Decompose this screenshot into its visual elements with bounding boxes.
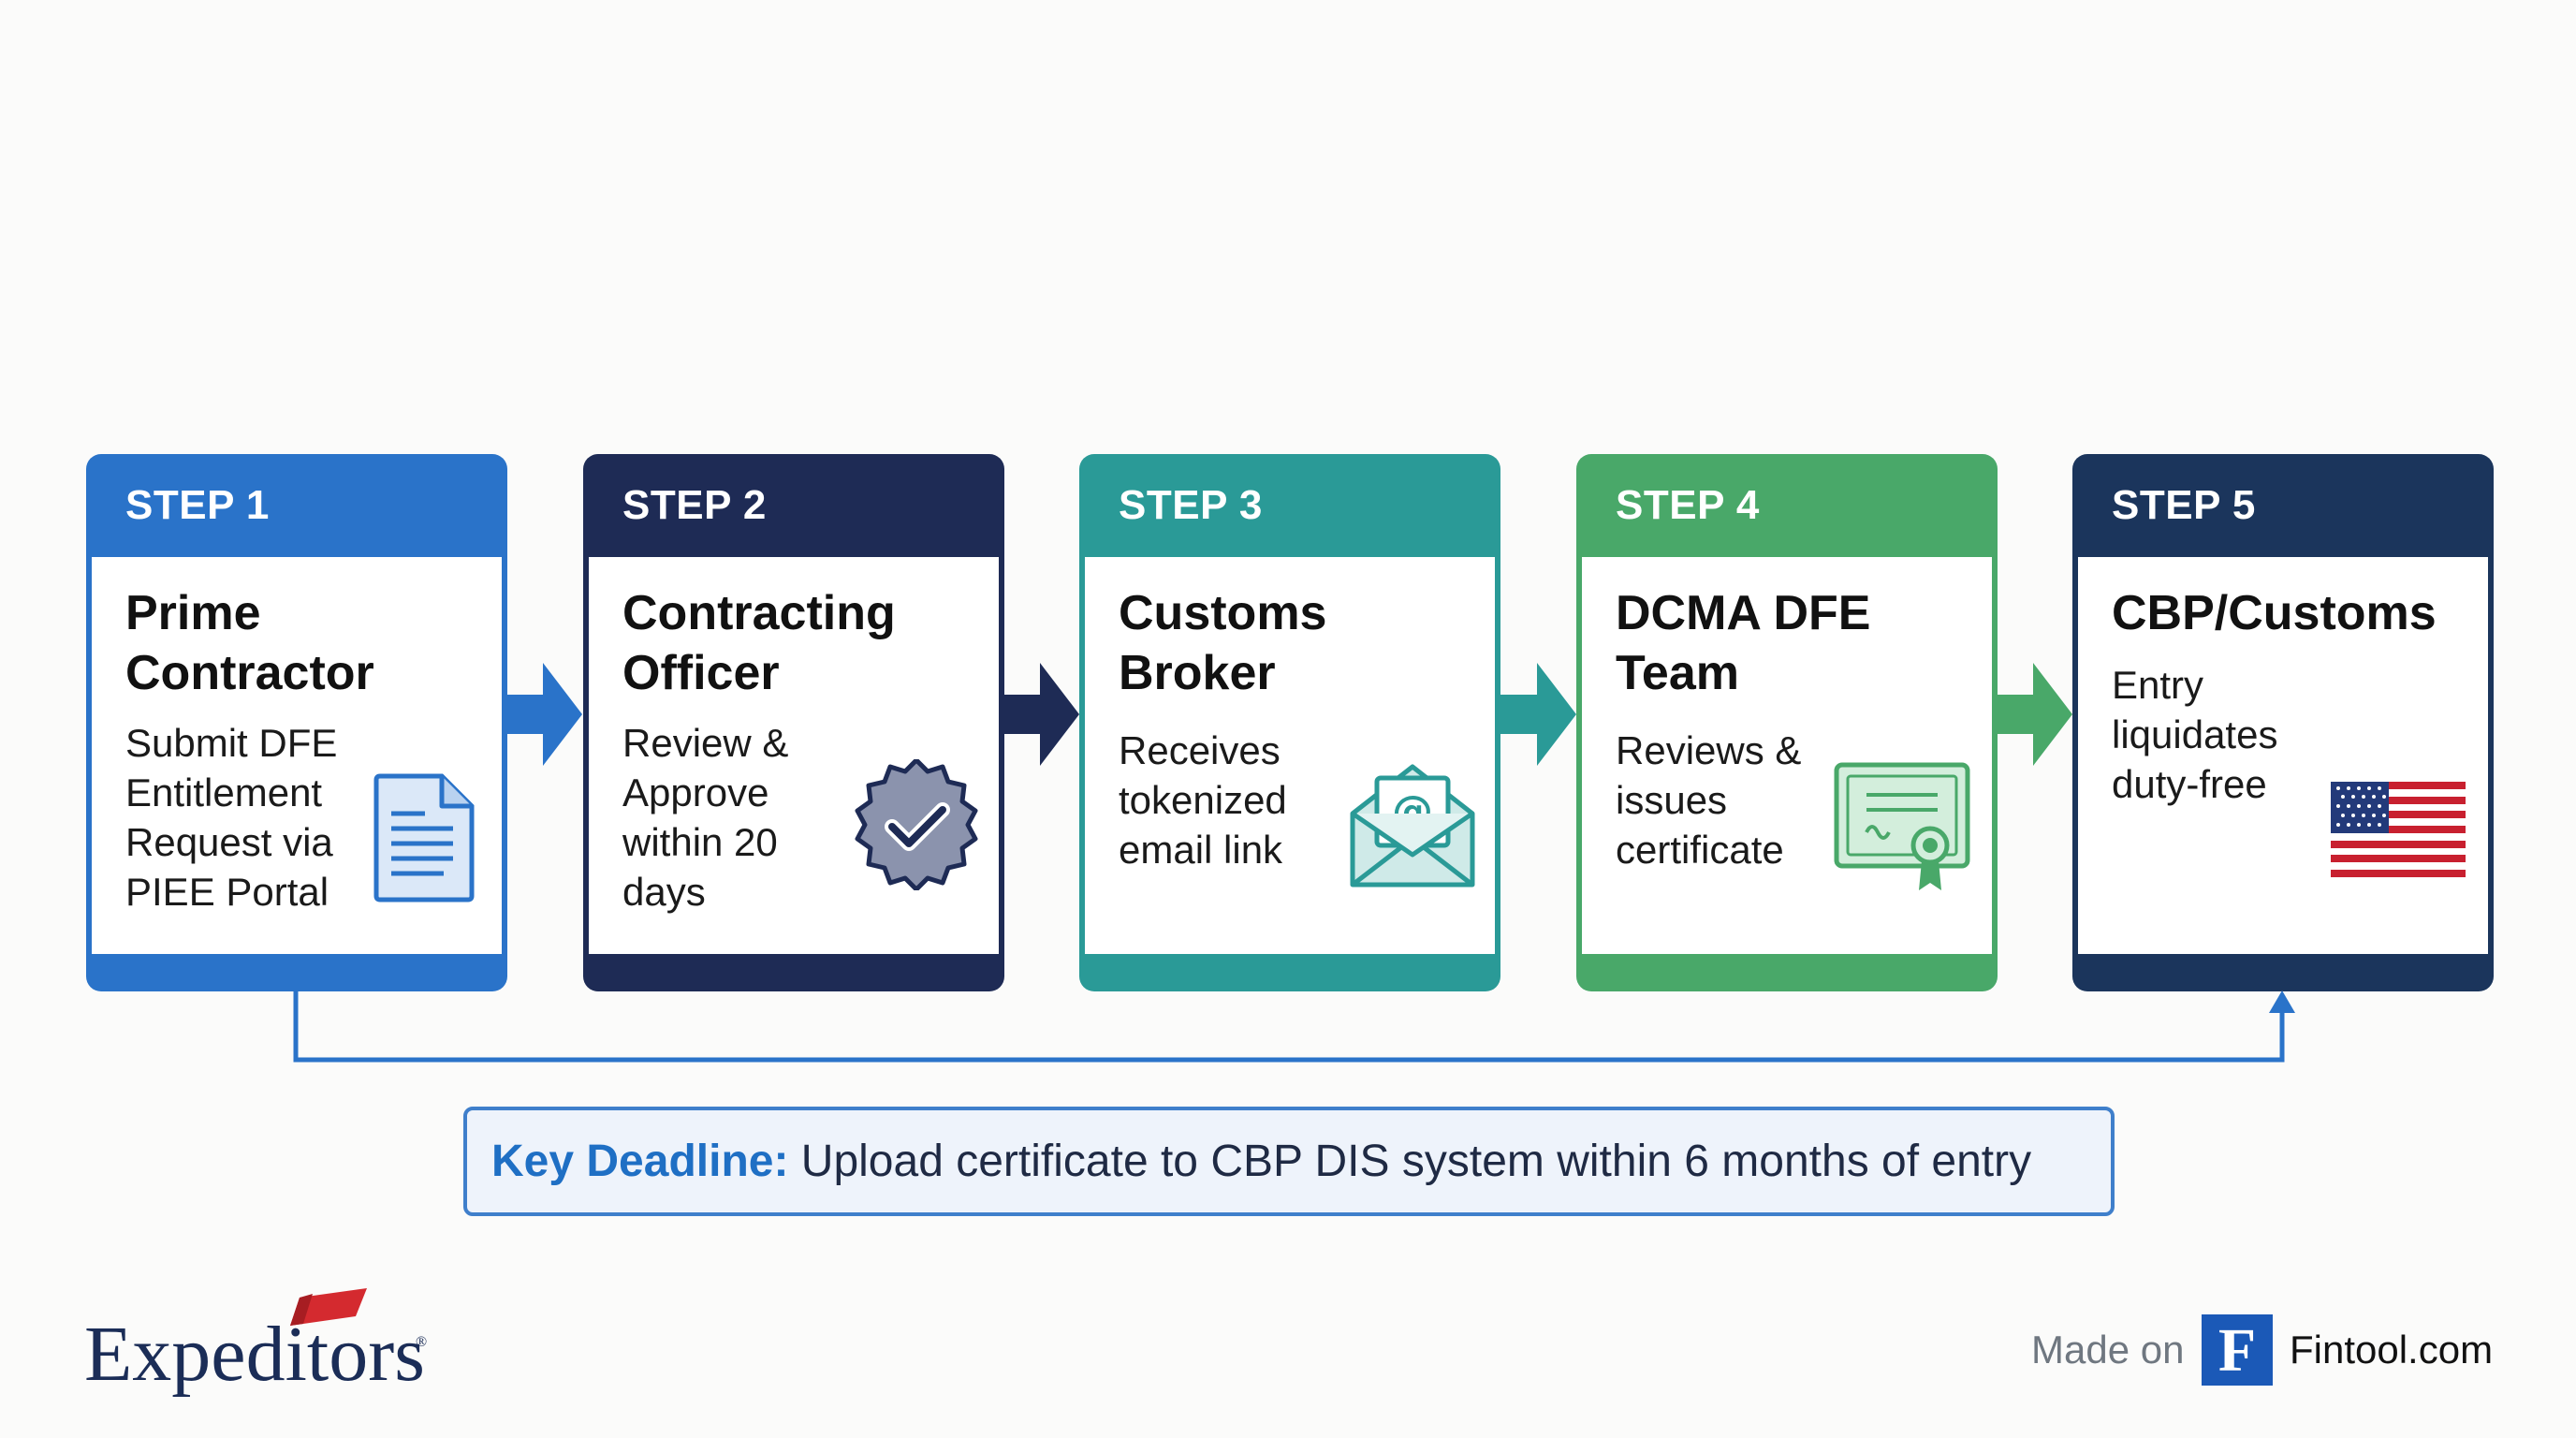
step-description: Receives tokenized email link <box>1119 728 1287 872</box>
step-title: Contracting Officer <box>622 586 896 700</box>
expeditors-logo: Expeditors ® <box>84 1288 427 1398</box>
step-title: DCMA DFE Team <box>1616 586 1871 700</box>
made-on-label: Made on <box>2031 1328 2185 1372</box>
email-icon: @ <box>1350 764 1475 888</box>
step-label: STEP 1 <box>125 482 270 528</box>
arrow-right-icon <box>1003 663 1079 766</box>
step-card-2: STEP 2 Contracting Officer Review & Appr… <box>583 454 1004 991</box>
key-deadline-banner: Key Deadline: Upload certificate to CBP … <box>463 1107 2115 1216</box>
deadline-text: Upload certificate to CBP DIS system wit… <box>800 1137 2032 1186</box>
fintool-link[interactable]: Fintool.com <box>2290 1328 2494 1372</box>
step-description: Entry liquidates duty-free <box>2112 663 2278 806</box>
step-description: Reviews & issues certificate <box>1616 728 1802 872</box>
deadline-label: Key Deadline: <box>491 1137 789 1186</box>
step-body: CBP/Customs Entry liquidates duty-free <box>2078 557 2488 954</box>
certificate-icon <box>1834 762 1970 890</box>
step-body: Customs Broker Receives tokenized email … <box>1085 557 1495 954</box>
step-label: STEP 2 <box>622 482 767 528</box>
svg-text:®: ® <box>416 1334 427 1350</box>
document-icon <box>373 773 475 902</box>
step-card-5: STEP 5 CBP/Customs Entry liquidates duty… <box>2072 454 2494 991</box>
arrow-right-icon <box>505 663 582 766</box>
step-label: STEP 3 <box>1119 482 1263 528</box>
step-card-4: STEP 4 DCMA DFE Team Reviews & issues ce… <box>1576 454 1998 991</box>
step-body: Prime Contractor Submit DFE Entitlement … <box>92 557 502 954</box>
step-title: Customs Broker <box>1119 586 1327 700</box>
step-title: CBP/Customs <box>2112 586 2437 640</box>
step-card-1: STEP 1 Prime Contractor Submit DFE Entit… <box>86 454 507 991</box>
us-flag-icon <box>2331 782 2466 877</box>
check-badge-icon <box>855 759 978 890</box>
step-description: Review & Approve within 20 days <box>622 721 789 914</box>
step-card-3: STEP 3 Customs Broker Receives tokenized… <box>1079 454 1500 991</box>
arrow-right-icon <box>1996 663 2072 766</box>
step-body: Contracting Officer Review & Approve wit… <box>589 557 999 954</box>
expeditors-wordmark: Expeditors <box>84 1311 425 1398</box>
step-label: STEP 5 <box>2112 482 2256 528</box>
step-body: DCMA DFE Team Reviews & issues certifica… <box>1582 557 1992 954</box>
fintool-logo-icon: F <box>2202 1314 2273 1386</box>
step-label: STEP 4 <box>1616 482 1760 528</box>
arrow-right-icon <box>1500 663 1576 766</box>
step-title: Prime Contractor <box>125 586 374 700</box>
step-description: Submit DFE Entitlement Request via PIEE … <box>125 721 338 914</box>
